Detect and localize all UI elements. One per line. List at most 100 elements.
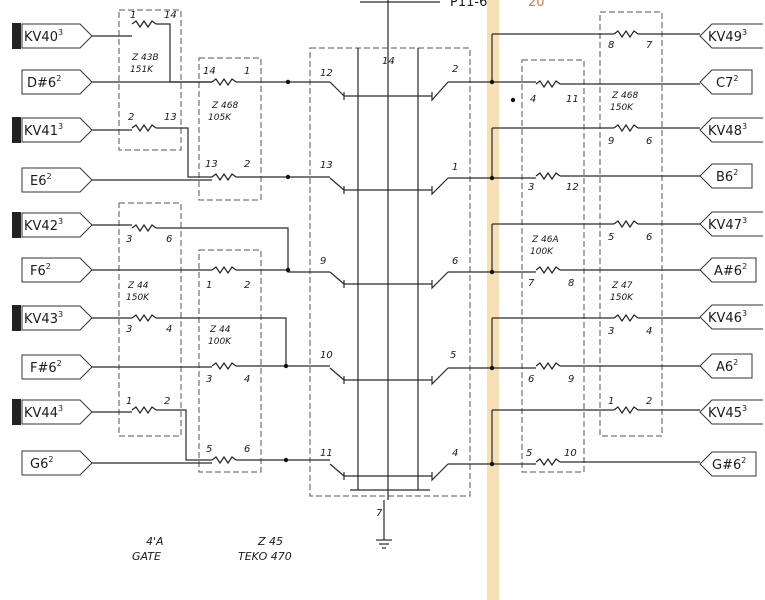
svg-text:8: 8 [568,278,574,289]
svg-text:C72: C72 [716,74,738,91]
svg-text:7: 7 [528,278,535,289]
svg-text:2: 2 [244,159,250,170]
svg-text:6: 6 [646,232,652,243]
svg-text:4: 4 [530,94,536,105]
left-wiring [92,23,330,464]
svg-text:6: 6 [646,136,652,147]
svg-text:150K: 150K [126,293,150,303]
svg-text:KV453: KV453 [708,404,747,421]
svg-text:3: 3 [608,326,614,337]
svg-text:Z 468: Z 468 [611,91,638,101]
svg-text:150K: 150K [610,293,634,303]
svg-text:1: 1 [452,162,458,173]
svg-text:Z 44: Z 44 [127,281,149,291]
svg-text:5: 5 [526,448,532,459]
svg-text:100K: 100K [530,247,554,257]
svg-text:G#62: G#62 [712,456,746,473]
resistor-network-z44-a: 3 6 Z 44 150K 3 4 1 2 [118,202,182,437]
connector-a6: A62 [699,353,753,379]
top-number: 20 [528,0,545,10]
svg-text:Z 468: Z 468 [211,101,238,111]
connector-kv46: KV463 [699,304,763,330]
svg-text:KV493: KV493 [708,28,747,45]
svg-text:E62: E62 [30,172,52,189]
svg-text:6: 6 [166,234,172,245]
svg-text:A62: A62 [716,358,738,375]
svg-text:4: 4 [452,448,458,459]
svg-text:10: 10 [564,448,577,459]
svg-text:14: 14 [164,10,177,21]
svg-text:5: 5 [608,232,614,243]
svg-text:GATE: GATE [132,550,161,563]
connector-kv47: KV473 [699,211,763,237]
connector-d-sharp-6: D#62 [21,69,93,95]
svg-text:KV413: KV413 [24,122,63,139]
svg-text:14: 14 [203,66,216,77]
caption-gate: 4'A GATE [132,535,164,563]
transistor-array-gate: 14 12 2 13 1 9 6 10 5 11 4 7 [309,47,471,549]
resistor-network-z44-b: 1 2 Z 44 100K 3 4 5 6 [198,249,262,473]
svg-text:11: 11 [320,448,333,459]
resistor-network-z43b: 1 14 Z 43B 151K 2 13 [118,9,182,151]
svg-text:Z 44: Z 44 [209,325,231,335]
svg-text:12: 12 [320,68,333,79]
connector-g-sharp-6: G#62 [699,451,757,477]
resistor-network-z47: 8 7 Z 468 150K 9 6 5 6 Z 47 150K 3 4 1 2 [599,11,663,437]
svg-text:2: 2 [128,112,134,123]
svg-text:KV473: KV473 [708,216,747,233]
connector-kv45: KV453 [699,399,763,425]
connector-e6: E62 [21,167,93,193]
svg-text:KV403: KV403 [24,28,63,45]
svg-text:2: 2 [646,396,652,407]
svg-text:9: 9 [320,256,326,267]
svg-text:KV463: KV463 [708,309,747,326]
svg-text:2: 2 [244,280,250,291]
svg-text:Z 45: Z 45 [257,535,283,548]
connector-kv43: KV433 [12,305,93,331]
svg-text:KV423: KV423 [24,217,63,234]
connector-kv44: KV443 [12,399,93,425]
svg-text:151K: 151K [130,65,154,75]
top-connector-label: P11-6 [450,0,487,10]
svg-text:7: 7 [376,508,383,519]
connector-a-sharp-6: A#62 [699,257,757,283]
svg-text:2: 2 [452,64,458,75]
svg-text:6: 6 [452,256,458,267]
resistor-network-z468-right: 4 11 3 12 Z 46A 100K 7 8 6 9 5 10 [521,59,585,473]
svg-text:8: 8 [608,40,614,51]
svg-text:3: 3 [126,234,132,245]
svg-text:7: 7 [646,40,653,51]
svg-text:13: 13 [164,112,177,123]
connector-b6: B62 [699,163,753,189]
connector-f6: F62 [21,257,93,283]
connector-g6: G62 [21,450,93,476]
svg-text:13: 13 [205,159,218,170]
paper-fold [487,0,499,600]
svg-text:9: 9 [608,136,614,147]
right-wiring [448,33,700,467]
svg-text:105K: 105K [208,113,232,123]
svg-text:2: 2 [164,396,170,407]
connector-kv40: KV403 [12,23,93,49]
svg-text:10: 10 [320,350,333,361]
svg-text:4: 4 [244,374,250,385]
svg-text:G62: G62 [30,455,53,472]
svg-text:12: 12 [566,182,579,193]
svg-text:KV433: KV433 [24,310,63,327]
svg-text:KV483: KV483 [708,122,747,139]
connector-kv41: KV413 [12,117,93,143]
svg-text:F62: F62 [30,262,51,279]
caption-z45: Z 45 TEKO 470 [238,535,292,563]
svg-text:1: 1 [130,10,136,21]
connector-f-sharp-6: F#62 [21,354,93,380]
svg-text:9: 9 [568,374,574,385]
svg-text:3: 3 [126,324,132,335]
connector-c7: C72 [699,69,753,95]
svg-text:F#62: F#62 [30,359,62,376]
connector-kv42: KV423 [12,212,93,238]
svg-text:4'A: 4'A [146,535,164,548]
svg-text:Z 47: Z 47 [611,281,633,291]
svg-text:150K: 150K [610,103,634,113]
right-connector-column: KV493 C72 KV483 B62 KV473 A#62 KV463 A6 [699,23,763,477]
svg-text:5: 5 [206,444,212,455]
